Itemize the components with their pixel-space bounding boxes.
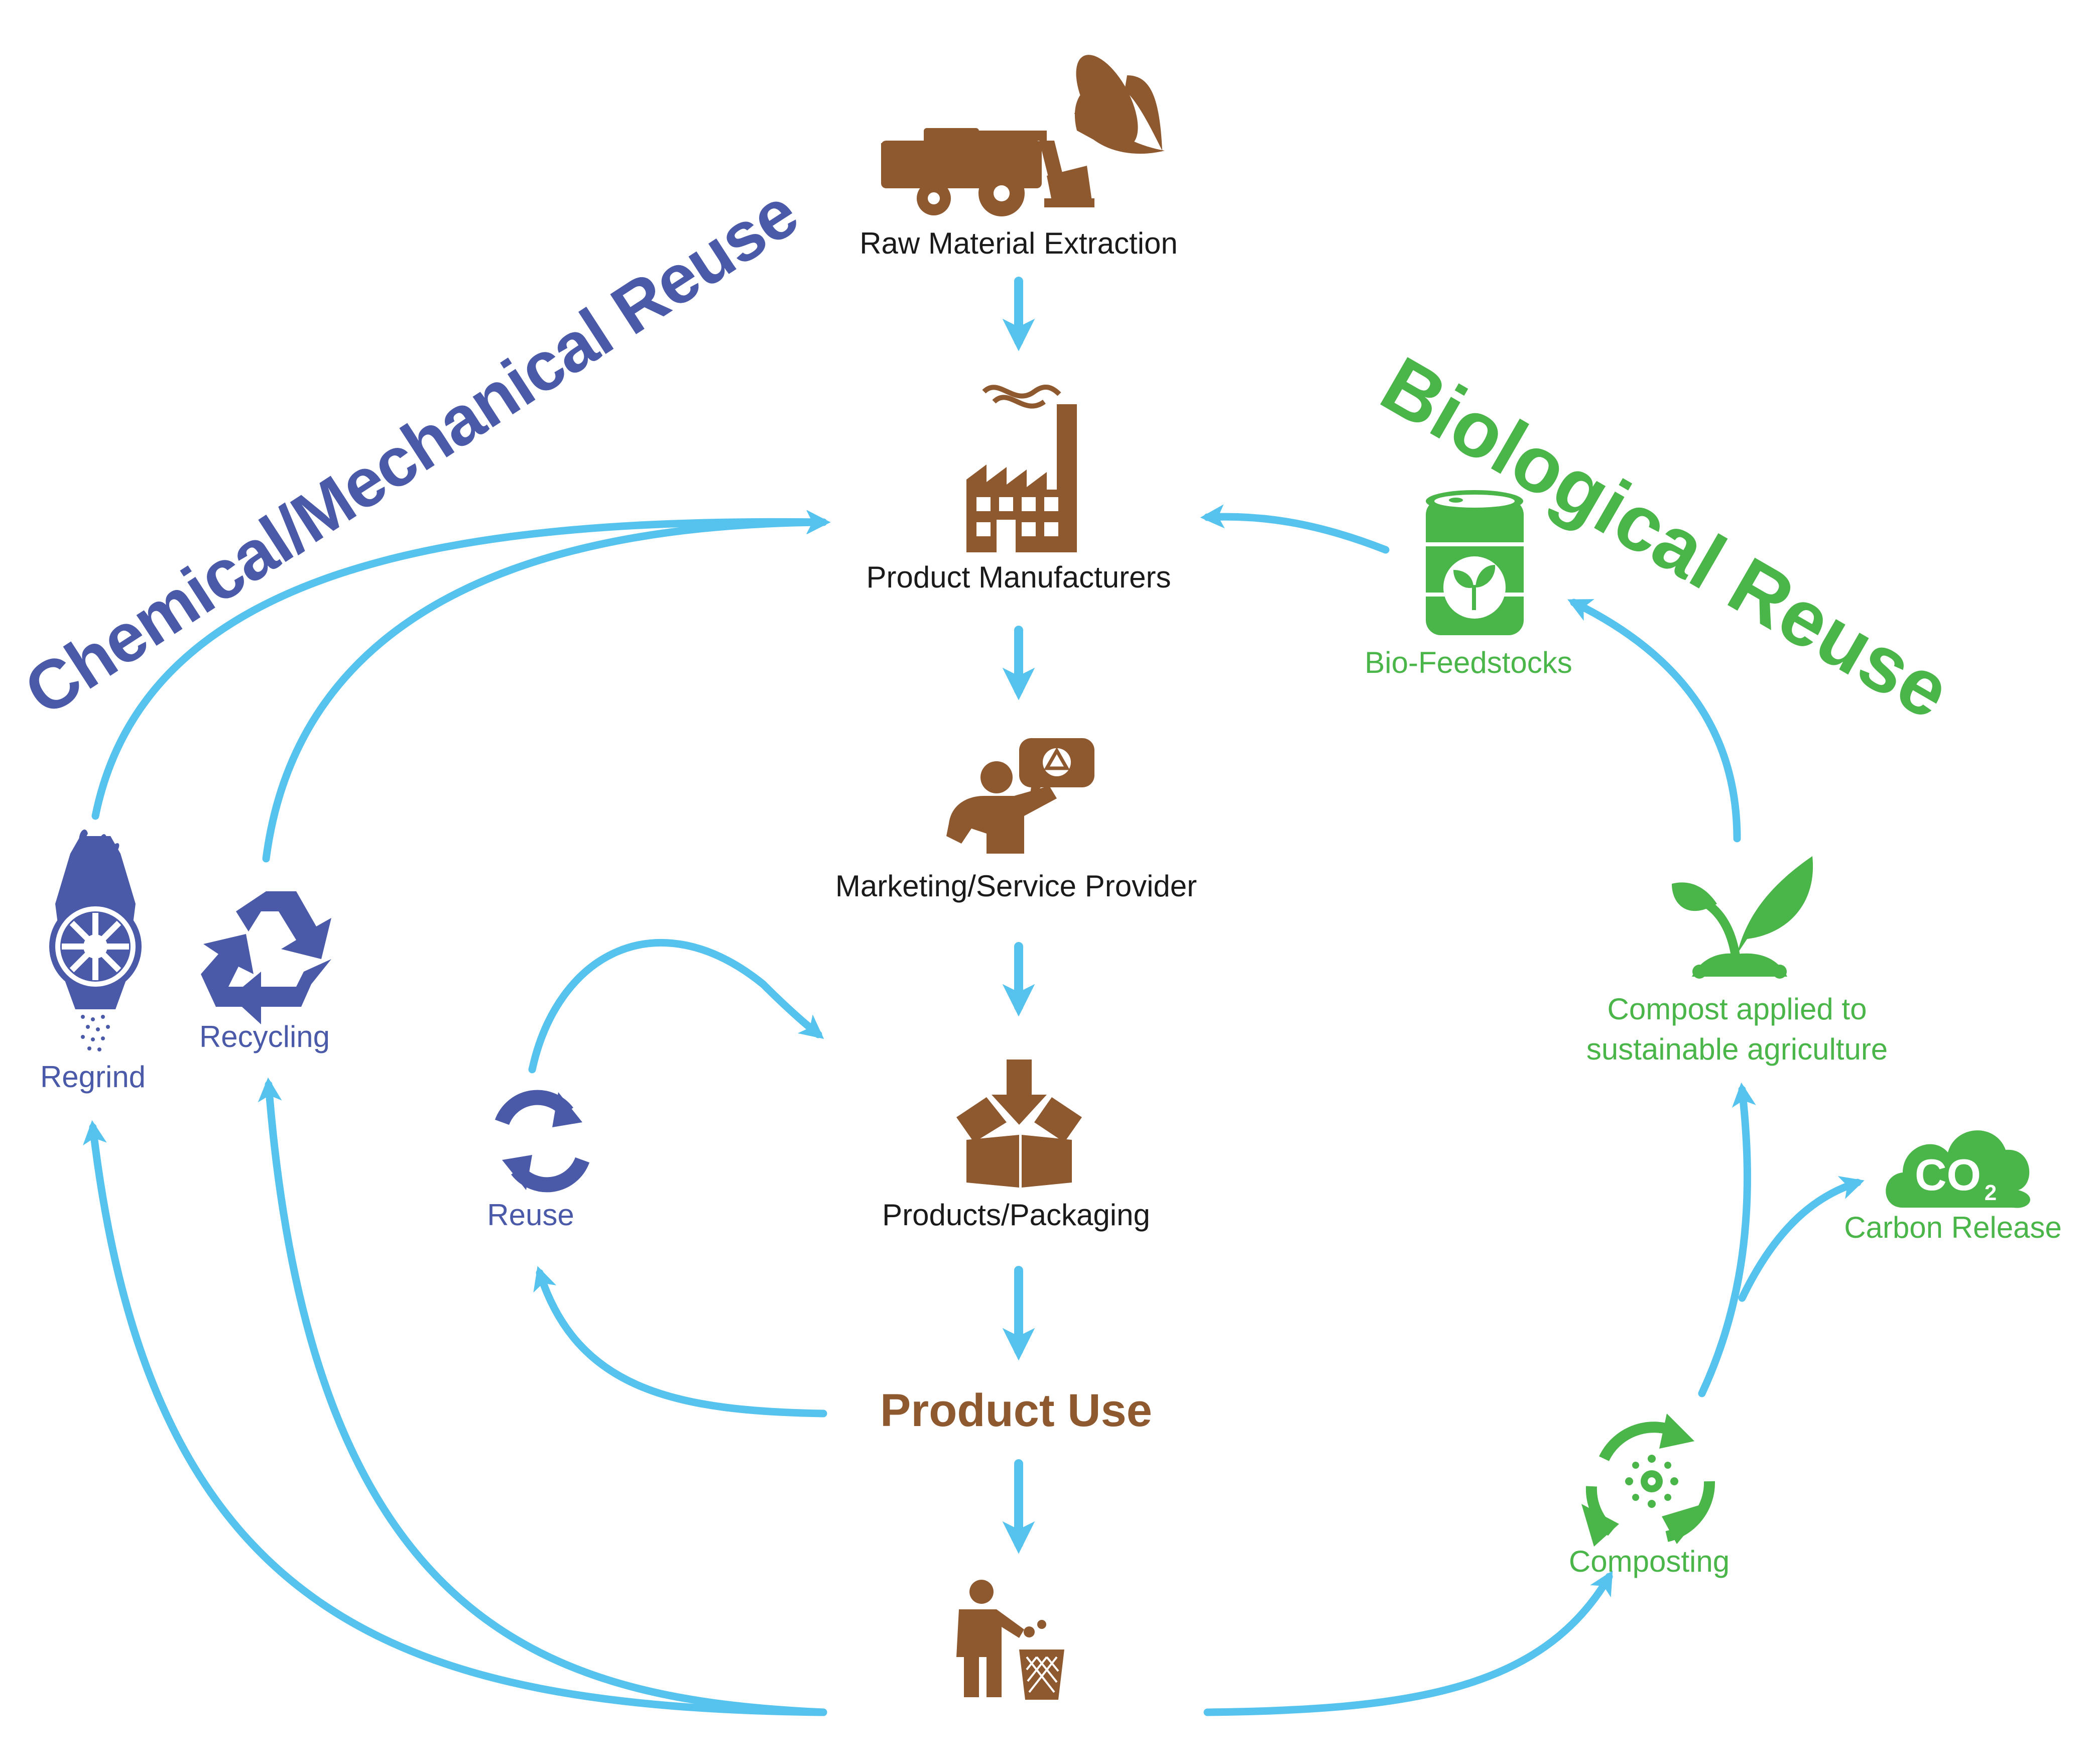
box-icon [956,1060,1082,1188]
arrow-disposal-to-composting [1203,1570,1613,1716]
corn-icon [1074,55,1165,154]
regrind-label: Regrind [40,1060,146,1094]
title-chemical-mechanical: Chemical/Mechanical Reuse [11,174,810,731]
co2-subscript: 2 [1985,1181,1997,1205]
bio-feedstocks-label: Bio-Feedstocks [1365,646,1572,679]
factory-icon [966,385,1077,552]
node-reuse: Reuse [487,1090,590,1232]
flow-arrows [83,277,1865,1716]
node-disposal [956,1580,1064,1700]
grinder-icon [49,829,142,1051]
recycle-icon [201,891,331,1024]
node-bio-feedstocks: Bio-Feedstocks [1365,490,1572,679]
trash-disposal-icon [956,1580,1064,1700]
arrow-product-use-to-reuse [533,1266,827,1418]
arrow-composting-to-carbon-release [1738,1176,1865,1302]
node-recycling: Recycling [199,891,331,1053]
composting-cycle-icon [1581,1414,1715,1547]
arrow-compost-agri-to-bio-feedstocks [1567,599,1741,843]
marketing-label: Marketing/Service Provider [835,869,1197,903]
product-use-label: Product Use [880,1385,1152,1436]
manufacturers-label: Product Manufacturers [867,560,1171,594]
node-compost-agri: Compost applied to sustainable agricultu… [1586,856,1888,1066]
presenter-recycle-icon [946,738,1094,854]
arrow-bio-feedstocks-to-manufacturers [1200,504,1390,554]
co2-text: CO [1915,1150,1981,1200]
node-regrind: Regrind [40,829,146,1094]
co2-cloud-icon: CO 2 [1886,1130,2030,1208]
combine-harvester-icon [881,128,1094,216]
arrow-disposal-to-recycling [258,1077,827,1716]
reuse-cycle-icon [495,1090,590,1193]
arrow-reuse-to-packaging [528,939,824,1074]
composting-label: Composting [1569,1545,1730,1578]
node-raw-material: Raw Material Extraction [859,55,1178,260]
node-composting: Composting [1569,1414,1730,1578]
arrow-disposal-to-regrind [83,1120,827,1716]
arrow-recycling-to-manufacturers [262,510,831,863]
arrow-composting-to-compost-agri [1698,1082,1756,1397]
sprout-icon [1672,856,1813,979]
node-carbon-release: CO 2 Carbon Release [1844,1130,2062,1244]
compost-agri-label-line2: sustainable agriculture [1586,1032,1888,1066]
node-product-use: Product Use [880,1385,1152,1436]
carbon-release-label: Carbon Release [1844,1211,2062,1244]
node-packaging: Products/Packaging [882,1060,1150,1232]
node-manufacturers: Product Manufacturers [867,385,1171,594]
compost-agri-label-line1: Compost applied to [1608,992,1867,1026]
bio-barrel-icon [1426,490,1524,635]
packaging-label: Products/Packaging [882,1198,1150,1232]
node-marketing: Marketing/Service Provider [835,738,1197,903]
arrow-regrind-to-manufacturers [91,510,831,820]
reuse-label: Reuse [487,1198,574,1232]
raw-material-label: Raw Material Extraction [859,226,1178,260]
recycling-label: Recycling [199,1020,330,1053]
